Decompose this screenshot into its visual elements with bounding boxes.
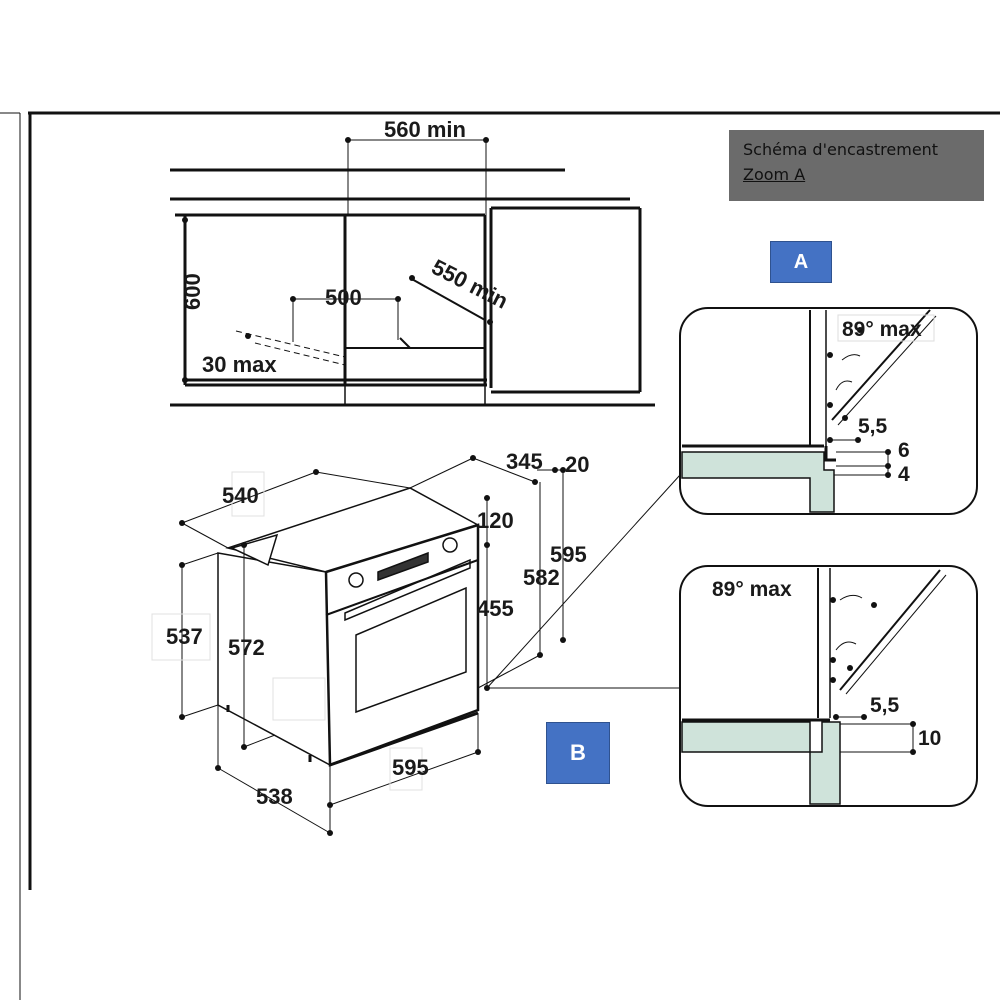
oven-depth-bottom-label: 538 <box>256 784 293 809</box>
oven-drawing <box>217 487 480 767</box>
oven-left-height-label: 537 <box>166 624 203 649</box>
oven-door-height-label: 455 <box>477 596 514 621</box>
zoom-leader-lines <box>486 474 681 689</box>
cabinet-drawing <box>170 168 655 407</box>
page-frame <box>0 111 1000 1000</box>
zoom-a-angle-label: 89° max <box>842 318 922 341</box>
zoom-b-offset-label: 10 <box>918 727 941 750</box>
cabinet-dimension-lines <box>184 139 487 380</box>
cabinet-height-label: 600 <box>180 273 205 310</box>
zoom-b-gap-label: 5,5 <box>870 694 900 717</box>
zoom-a-offset2-label: 4 <box>898 463 910 486</box>
legend-title: Schéma d'encastrement <box>743 140 939 159</box>
oven-width-label: 595 <box>392 755 429 780</box>
cabinet-gap-label: 30 max <box>202 352 277 377</box>
zoom-b-tag: B <box>546 722 610 784</box>
oven-body-height-label: 582 <box>523 565 560 590</box>
zoom-b-panel <box>679 565 978 807</box>
oven-side-height-label: 572 <box>228 635 265 660</box>
cabinet-depth-label: 550 min <box>428 254 512 313</box>
legend-subtitle: Zoom A <box>743 165 806 184</box>
legend-box: Schéma d'encastrement Zoom A <box>729 130 984 201</box>
cabinet-dimension-dots <box>182 137 493 383</box>
oven-offset-label: 20 <box>565 452 589 477</box>
zoom-a-tag: A <box>770 241 832 283</box>
oven-total-height-label: 595 <box>550 542 587 567</box>
zoom-a-panel <box>679 307 978 515</box>
zoom-b-angle-label: 89° max <box>712 578 792 601</box>
oven-depth-top-label: 540 <box>222 483 259 508</box>
oven-dimension-dots <box>179 455 566 836</box>
cabinet-width-label: 560 min <box>384 117 466 142</box>
label-highlight-boxes <box>151 471 423 791</box>
zoom-a-gap-label: 5,5 <box>858 415 888 438</box>
oven-panel-height-label: 120 <box>477 508 514 533</box>
oven-side-depth-label: 345 <box>506 449 543 474</box>
oven-dimension-lines <box>181 457 564 834</box>
zoom-a-offset1-label: 6 <box>898 439 910 462</box>
cabinet-opening-label: 500 <box>325 285 362 310</box>
